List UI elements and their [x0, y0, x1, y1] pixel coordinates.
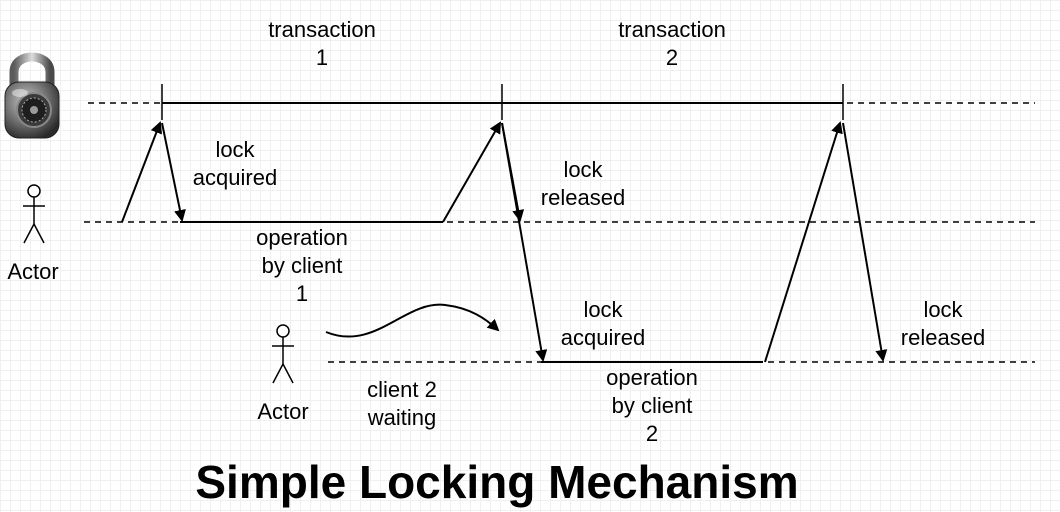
lock-acquired-2-label: lock acquired [548, 296, 658, 352]
client2-waiting-line2: waiting [367, 405, 437, 430]
client2-actor-label: Actor [257, 399, 309, 424]
transaction-2-number: 2 [665, 45, 679, 70]
lock-acquired-1-label: lock acquired [180, 136, 290, 192]
padlock-icon [4, 52, 60, 139]
client2-waiting-curve-arrow [325, 303, 500, 338]
operation-client1-line3: 1 [295, 281, 309, 306]
client2-actor-icon [272, 324, 294, 384]
lock-acquired-2-line1: lock [583, 297, 623, 322]
operation-client2-line3: 2 [645, 421, 659, 446]
transaction-1-label: transaction 1 [252, 16, 392, 72]
transaction-1-number: 1 [315, 45, 329, 70]
operation-client2-label: operation by client 2 [592, 364, 712, 448]
operation-client1-line1: operation [256, 225, 348, 250]
operation-client1-label: operation by client 1 [242, 224, 362, 308]
client1-actor-label: Actor [7, 259, 59, 284]
client1-request-arrow [121, 121, 163, 223]
lock-grant-client1-arrow [161, 122, 186, 222]
operation-client2-line2: by client [611, 393, 693, 418]
lock-released-2-label: lock released [888, 296, 998, 352]
client2-waiting-label: client 2 waiting [352, 376, 452, 432]
lock-released-1-line2: released [540, 185, 626, 210]
diagram-title: Simple Locking Mechanism [195, 456, 799, 508]
lock-acquired-1-line1: lock [215, 137, 255, 162]
lock-released-1-label: lock released [528, 156, 638, 212]
operation-client2-line1: operation [606, 365, 698, 390]
transaction-1-word: transaction [268, 17, 376, 42]
client1-release-arrow [442, 121, 501, 223]
lock-released-2-line1: lock [923, 297, 963, 322]
client2-waiting-line1: client 2 [367, 377, 437, 402]
client1-actor-icon [23, 184, 45, 244]
lock-acquired-2-line2: acquired [560, 325, 646, 350]
transaction-2-label: transaction 2 [602, 16, 742, 72]
lock-release-ack-client2-arrow [842, 122, 888, 362]
transaction-2-word: transaction [618, 17, 726, 42]
client2-release-arrow [764, 121, 843, 363]
lock-released-2-line2: released [900, 325, 986, 350]
operation-client1-line2: by client [261, 253, 343, 278]
lock-grant-client2-arrow [501, 122, 548, 362]
lock-acquired-1-line2: acquired [192, 165, 278, 190]
lock-released-1-line1: lock [563, 157, 603, 182]
